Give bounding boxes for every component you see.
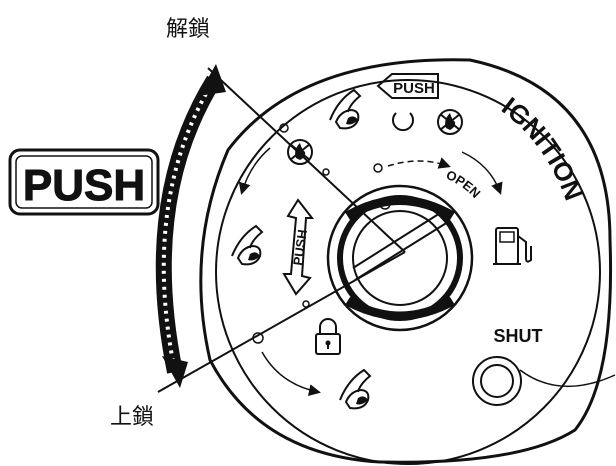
rotation-arrow-icon (155, 64, 226, 388)
indicator-dots (252, 123, 330, 344)
unlock-label: 解鎖 (166, 17, 210, 42)
push-top-text: PUSH (393, 80, 435, 97)
shut-button-icon (472, 356, 522, 406)
push-box: PUSH (8, 148, 160, 216)
lock-label: 上鎖 (110, 405, 154, 430)
ignition-text: IGNITION (496, 91, 589, 204)
pointer-lines (157, 67, 406, 393)
fuel-pump-icon (493, 227, 532, 265)
key-hand-icon (231, 88, 372, 410)
open-text: OPEN (444, 167, 484, 201)
shut-text: SHUT (494, 326, 543, 346)
push-arrow-icon: PUSH (376, 73, 439, 99)
no-fire-icon (437, 109, 463, 135)
ring-icon (392, 112, 414, 132)
housing-outline (199, 58, 616, 465)
curved-arrow-icon (238, 147, 503, 397)
key-cylinder (326, 184, 474, 332)
push-big-text: PUSH (23, 161, 145, 210)
no-fire-icon-left (287, 139, 313, 165)
double-arrow-icon: PUSH (282, 198, 315, 296)
push-side-text: PUSH (290, 229, 310, 267)
padlock-icon (315, 318, 341, 355)
